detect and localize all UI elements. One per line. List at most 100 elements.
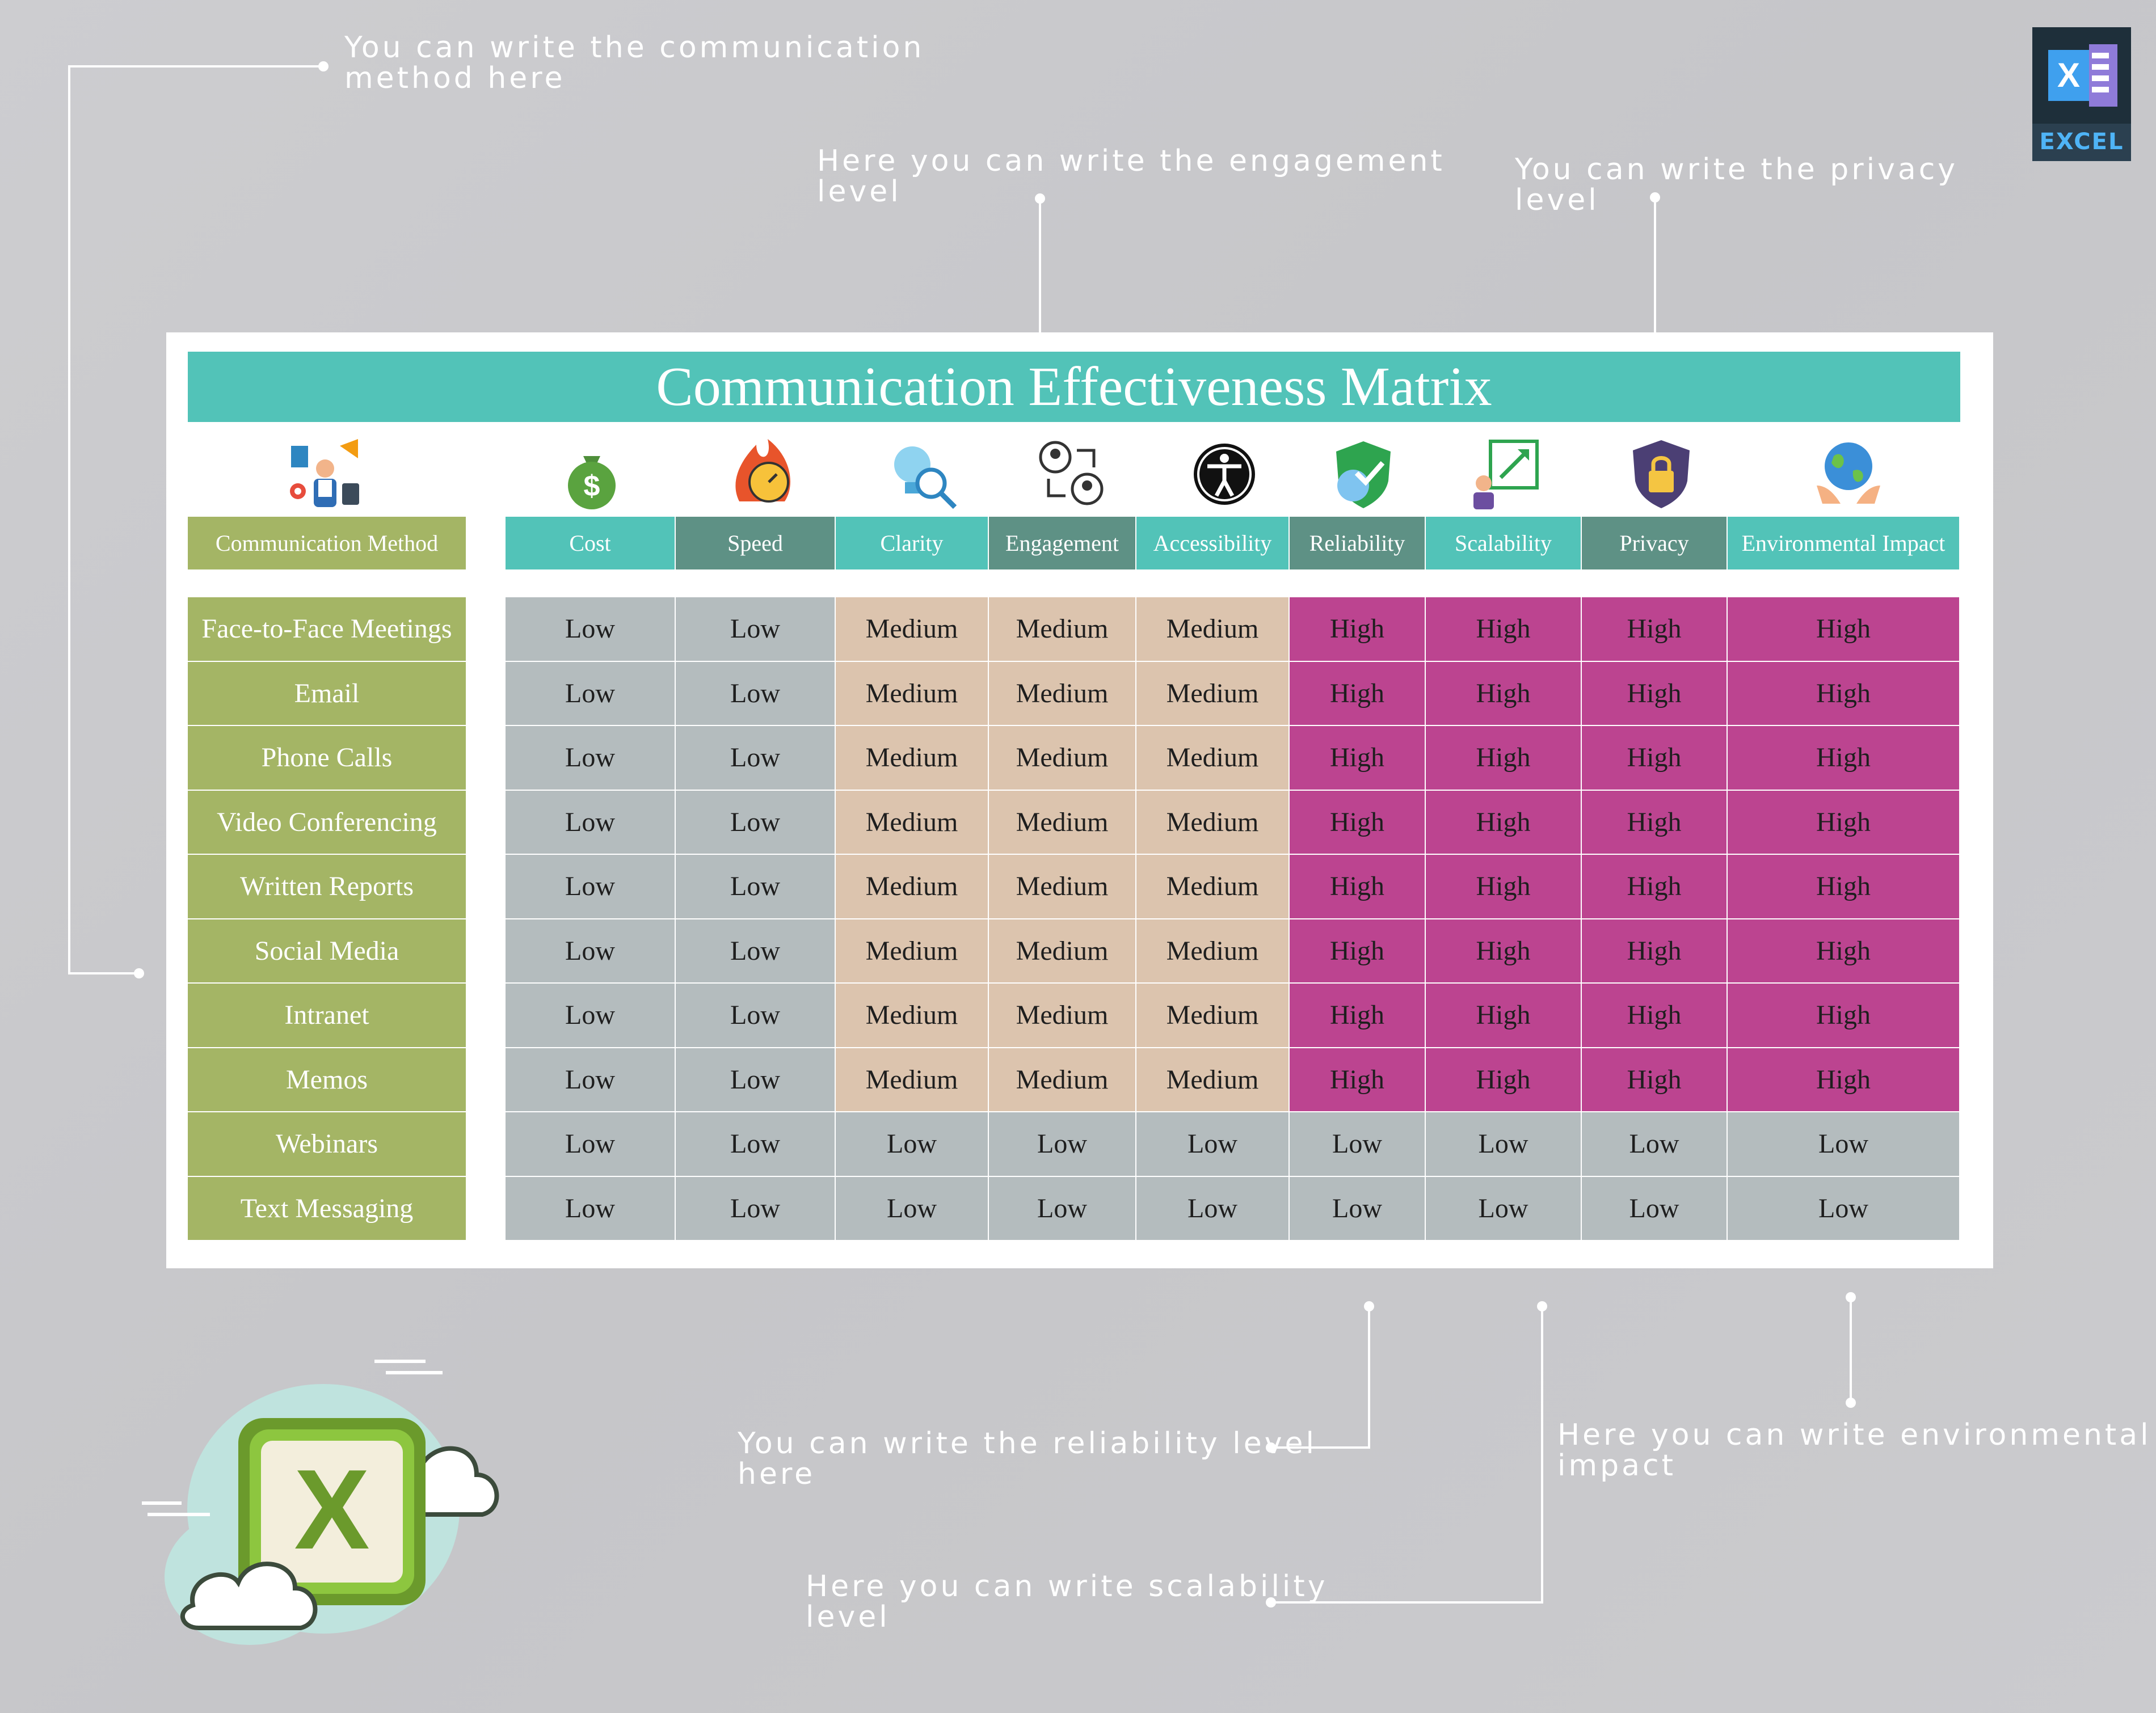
level-cell: High	[1426, 1048, 1582, 1112]
method-cell: Memos	[188, 1048, 466, 1112]
matrix-card: Communication Effectiveness Matrix Commu…	[166, 332, 1993, 1268]
level-cell: Low	[836, 1176, 989, 1241]
level-cell: High	[1290, 661, 1426, 726]
excel-badge: X EXCEL	[2032, 27, 2131, 161]
level-cell: Medium	[1136, 919, 1290, 984]
level-cell: Low	[1290, 1112, 1426, 1177]
level-cell: Medium	[1136, 855, 1290, 919]
level-cell: High	[1290, 597, 1426, 662]
level-cell: High	[1426, 597, 1582, 662]
big-excel-letter: X	[294, 1446, 369, 1573]
level-cell: Medium	[989, 1048, 1136, 1112]
method-cell: Intranet	[188, 984, 466, 1048]
level-cell: High	[1290, 790, 1426, 855]
method-cell: Phone Calls	[188, 726, 466, 791]
level-cell: High	[1426, 661, 1582, 726]
stopwatch-fire-icon	[722, 433, 802, 513]
level-cell: High	[1728, 726, 1960, 791]
level-cell: Low	[676, 919, 836, 984]
level-cell: High	[1290, 919, 1426, 984]
level-cell: Low	[1728, 1176, 1960, 1241]
method-cell: Written Reports	[188, 855, 466, 919]
scale-up-icon	[1466, 433, 1545, 513]
level-cell: High	[1426, 855, 1582, 919]
level-cell: High	[1582, 790, 1728, 855]
level-cell: High	[1728, 919, 1960, 984]
level-cell: Medium	[836, 726, 989, 791]
level-cell: High	[1728, 790, 1960, 855]
method-cell: Text Messaging	[188, 1176, 466, 1241]
level-cell: Low	[989, 1112, 1136, 1177]
people-exchange-icon	[1031, 433, 1111, 513]
level-cell: High	[1582, 726, 1728, 791]
annotation-privacy: You can write the privacy level	[1515, 153, 1959, 217]
column-header-privacy: Privacy	[1582, 517, 1728, 569]
annotation-scalability: Here you can write scalability level	[806, 1569, 1328, 1634]
shield-check-icon	[1324, 433, 1403, 513]
level-cell: Low	[676, 855, 836, 919]
level-cell: Low	[1136, 1112, 1290, 1177]
column-header-environmental-impact: Environmental Impact	[1728, 517, 1960, 569]
level-cell: High	[1290, 726, 1426, 791]
method-cell: Email	[188, 661, 466, 726]
level-cell: High	[1426, 984, 1582, 1048]
level-cell: High	[1426, 790, 1582, 855]
level-cell: Medium	[989, 919, 1136, 984]
level-cell: Medium	[1136, 984, 1290, 1048]
column-header-speed: Speed	[676, 517, 836, 569]
level-cell: Low	[506, 919, 676, 984]
level-cell: Low	[1582, 1112, 1728, 1177]
level-cell: Low	[506, 855, 676, 919]
level-cell: Low	[506, 1112, 676, 1177]
level-cell: High	[1582, 919, 1728, 984]
level-cell: Medium	[836, 790, 989, 855]
column-header-engagement: Engagement	[989, 517, 1136, 569]
level-cell: Low	[1426, 1112, 1582, 1177]
annotation-environmental: Here you can write environmental impact	[1557, 1418, 2151, 1483]
level-cell: Low	[676, 1176, 836, 1241]
level-cell: Medium	[1136, 790, 1290, 855]
level-cell: High	[1426, 919, 1582, 984]
level-cell: Low	[506, 984, 676, 1048]
level-cell: Medium	[836, 1048, 989, 1112]
level-cell: Low	[836, 1112, 989, 1177]
column-header-cost: Cost	[506, 517, 676, 569]
annotation-reliability: You can write the reliability level here	[738, 1427, 1317, 1491]
column-header-accessibility: Accessibility	[1136, 517, 1290, 569]
level-cell: High	[1728, 855, 1960, 919]
level-cell: Medium	[989, 790, 1136, 855]
level-cell: Low	[506, 726, 676, 791]
level-cell: Low	[506, 1048, 676, 1112]
level-cell: High	[1582, 855, 1728, 919]
level-cell: High	[1582, 1048, 1728, 1112]
level-cell: High	[1582, 984, 1728, 1048]
money-bag-icon: $	[552, 433, 631, 513]
lightbulb-magnifier-icon	[881, 433, 961, 513]
column-header-reliability: Reliability	[1290, 517, 1426, 569]
level-cell: Low	[506, 661, 676, 726]
method-column-header: Communication Method	[188, 517, 466, 569]
level-cell: Medium	[1136, 661, 1290, 726]
level-cell: Medium	[836, 597, 989, 662]
level-cell: High	[1728, 984, 1960, 1048]
level-cell: Low	[1426, 1176, 1582, 1241]
level-cell: Low	[1136, 1176, 1290, 1241]
level-cell: Medium	[1136, 597, 1290, 662]
level-cell: Low	[1728, 1112, 1960, 1177]
level-cell: Medium	[989, 726, 1136, 791]
annotation-engagement: Here you can write the engagement level	[817, 144, 1445, 209]
excel-badge-letter: X	[2057, 56, 2080, 94]
level-cell: High	[1728, 1048, 1960, 1112]
svg-text:$: $	[584, 470, 600, 503]
level-cell: Medium	[836, 919, 989, 984]
level-cell: Medium	[1136, 1048, 1290, 1112]
level-cell: Medium	[836, 661, 989, 726]
